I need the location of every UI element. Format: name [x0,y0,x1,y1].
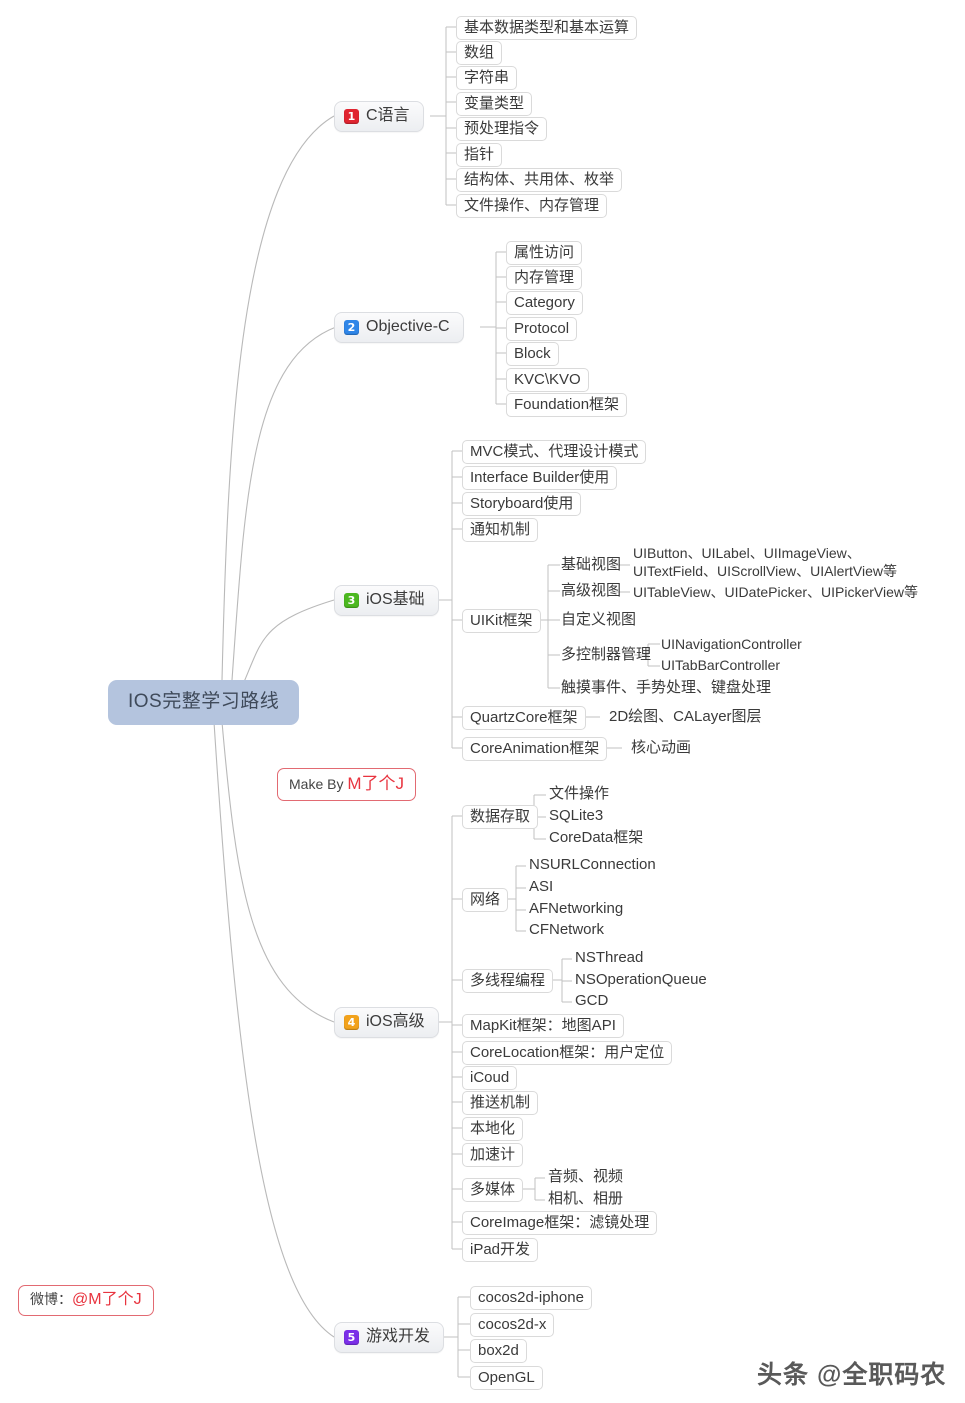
topic-node[interactable]: OpenGL [470,1366,543,1391]
topic-node[interactable]: cocos2d-x [470,1313,555,1338]
topic-node[interactable]: 变量类型 [456,92,533,117]
weibo-prefix: 微博： [30,1291,72,1307]
leaf-node-nsthread[interactable]: NSThread [575,949,644,966]
subtopic-node[interactable]: 高级视图 [561,582,622,599]
leaf-node-tabbar-controller[interactable]: UITabBarController [661,657,781,673]
watermark: 头条 @全职码农 [757,1361,947,1389]
topic-node-data-storage[interactable]: 数据存取 [462,805,539,830]
leaf-node-file-ops[interactable]: 文件操作 [549,785,610,802]
topic-node[interactable]: Foundation框架 [506,393,628,418]
badge-4-icon: 4 [344,1014,359,1030]
branch-label: C语言 [366,107,410,124]
topic-node[interactable]: KVC\KVO [506,368,589,393]
leaf-line-1: UIButton、UILabel、UIImageView、 [633,545,861,561]
make-by-prefix: Make By [289,776,348,792]
leaf-node-core-animation[interactable]: 核心动画 [631,739,692,756]
topic-node[interactable]: Protocol [506,317,578,342]
branch-label: Objective-C [366,318,450,335]
badge-3-icon: 3 [344,592,359,608]
topic-node-uikit[interactable]: UIKit框架 [462,609,541,634]
branch-node-ios-advanced[interactable]: 4 iOS高级 [334,1007,439,1039]
branch-node-objective-c[interactable]: 2 Objective-C [334,312,464,344]
badge-1-icon: 1 [344,108,359,124]
make-by-name: M了个J [347,774,405,793]
leaf-node-audio-video[interactable]: 音频、视频 [548,1168,624,1185]
subtopic-node[interactable]: 多控制器管理 [561,646,652,663]
leaf-line-2: UITextField、UIScrollView、UIAlertView等 [633,562,897,579]
leaf-node-navigation-controller[interactable]: UINavigationController [661,636,802,652]
topic-node[interactable]: 字符串 [456,66,518,91]
topic-node-mapkit[interactable]: MapKit框架：地图API [462,1014,624,1039]
topic-node-accelerometer[interactable]: 加速计 [462,1143,524,1168]
topic-node-coreimage[interactable]: CoreImage框架：滤镜处理 [462,1211,658,1236]
branch-label: 游戏开发 [366,1328,431,1345]
topic-node[interactable]: 数组 [456,41,503,66]
topic-node[interactable]: Category [506,291,583,316]
topic-node[interactable]: Storyboard使用 [462,492,582,517]
topic-node[interactable]: box2d [470,1339,527,1364]
leaf-node-nsoperationqueue[interactable]: NSOperationQueue [575,971,707,988]
leaf-node-nsurlconnection[interactable]: NSURLConnection [529,856,656,873]
leaf-node-coredata[interactable]: CoreData框架 [549,829,644,846]
topic-node-multimedia[interactable]: 多媒体 [462,1178,524,1203]
leaf-node-basic-views[interactable]: UIButton、UILabel、UIImageView、 UITextFiel… [630,544,900,581]
leaf-node-sqlite3[interactable]: SQLite3 [549,807,604,824]
weibo-badge: 微博：@M了个J [18,1285,154,1317]
branch-node-c-language[interactable]: 1 C语言 [334,101,424,133]
branch-label: iOS高级 [366,1013,425,1030]
topic-node[interactable]: MVC模式、代理设计模式 [462,440,647,465]
branch-node-game-dev[interactable]: 5 游戏开发 [334,1322,445,1354]
topic-node-coreanimation[interactable]: CoreAnimation框架 [462,737,608,762]
make-by-badge: Make By M了个J [277,768,417,801]
topic-node[interactable]: 通知机制 [462,518,539,543]
subtopic-node[interactable]: 基础视图 [561,556,622,573]
topic-node-network[interactable]: 网络 [462,888,509,913]
leaf-node-asi[interactable]: ASI [529,878,554,895]
topic-node[interactable]: cocos2d-iphone [470,1286,592,1311]
topic-node[interactable]: Block [506,342,559,367]
topic-node-ipad[interactable]: iPad开发 [462,1238,539,1263]
topic-node[interactable]: 属性访问 [506,241,583,266]
badge-2-icon: 2 [344,319,359,335]
badge-5-icon: 5 [344,1329,359,1345]
topic-node[interactable]: 结构体、共用体、枚举 [456,168,623,193]
branch-label: iOS基础 [366,591,425,608]
topic-node[interactable]: 基本数据类型和基本运算 [456,16,638,41]
topic-node[interactable]: Interface Builder使用 [462,466,618,491]
topic-node-icloud[interactable]: iCoud [462,1066,518,1091]
topic-node[interactable]: 文件操作、内存管理 [456,194,608,219]
leaf-node-gcd[interactable]: GCD [575,992,609,1009]
topic-node-quartzcore[interactable]: QuartzCore框架 [462,706,586,731]
subtopic-node[interactable]: 自定义视图 [561,611,637,628]
leaf-node-afnetworking[interactable]: AFNetworking [529,900,624,917]
root-node[interactable]: IOS完整学习路线 [108,680,300,725]
topic-node[interactable]: 预处理指令 [456,117,548,142]
topic-node-localization[interactable]: 本地化 [462,1117,524,1142]
topic-node-push[interactable]: 推送机制 [462,1091,539,1116]
topic-node-multithreading[interactable]: 多线程编程 [462,969,554,994]
leaf-node-camera-album[interactable]: 相机、相册 [548,1190,624,1207]
topic-node-corelocation[interactable]: CoreLocation框架：用户定位 [462,1041,673,1066]
leaf-node-2d-drawing[interactable]: 2D绘图、CALayer图层 [609,708,762,725]
topic-node[interactable]: 内存管理 [506,266,583,291]
weibo-handle: @M了个J [72,1291,142,1308]
topic-node[interactable]: 指针 [456,143,503,168]
subtopic-node[interactable]: 触摸事件、手势处理、键盘处理 [561,679,772,696]
leaf-node-cfnetwork[interactable]: CFNetwork [529,921,605,938]
branch-node-ios-basics[interactable]: 3 iOS基础 [334,585,439,617]
leaf-node-advanced-views[interactable]: UITableView、UIDatePicker、UIPickerView等 [633,584,919,600]
